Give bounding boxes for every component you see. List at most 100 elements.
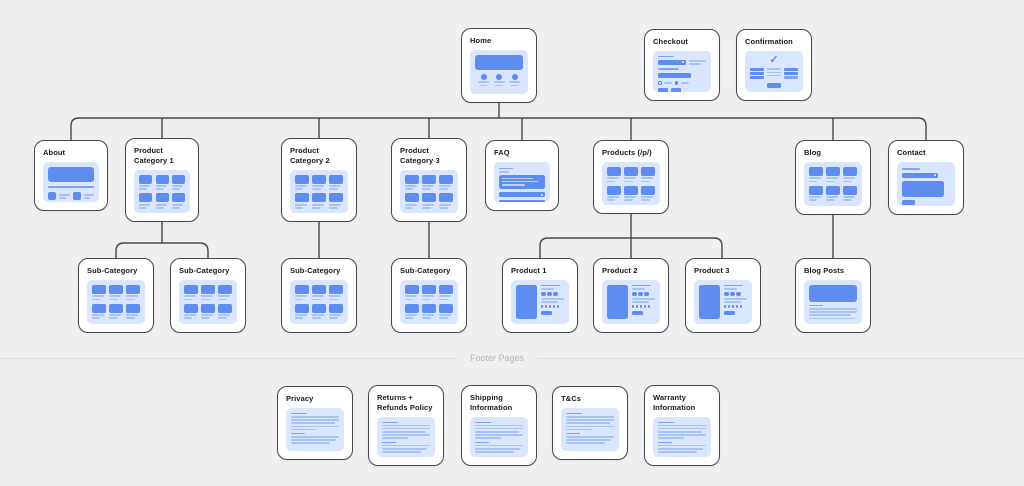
node-sub-category-1[interactable]: Sub-Category (78, 258, 154, 333)
wireframe-shape (59, 193, 70, 199)
wireframe-shape (767, 67, 781, 77)
wireframe-shape (405, 298, 414, 301)
wireframe-shape (329, 174, 343, 184)
wireframe-shape (624, 180, 633, 183)
wireframe-shape (624, 196, 636, 198)
node-title: Checkout (653, 37, 688, 46)
node-confirmation[interactable]: Confirmation ✓ (736, 29, 812, 101)
node-product-category-1[interactable]: Product Category 1 (125, 138, 199, 222)
wireframe-shape (295, 174, 309, 190)
wireframe-shape (295, 207, 304, 209)
wireframe-shape (641, 196, 653, 198)
node-sub-category-4[interactable]: Sub-Category (391, 258, 467, 333)
wireframe-shape (607, 199, 616, 201)
wireframe-shape (826, 185, 840, 195)
wireframe-shape (139, 174, 152, 190)
node-about[interactable]: About (34, 140, 108, 211)
wireframe-shape (201, 303, 215, 319)
wireframe-shape (809, 284, 857, 302)
wireframe-shape (126, 317, 135, 319)
node-blog[interactable]: Blog (795, 140, 871, 215)
node-privacy[interactable]: Privacy (277, 386, 353, 460)
wireframe-shape (422, 295, 434, 297)
node-product-2[interactable]: Product 2 (593, 258, 669, 333)
wireframe-shape (109, 298, 118, 301)
wireframe-shape (382, 441, 397, 444)
wireframe-shape (499, 167, 513, 170)
wireframe-shape (312, 317, 321, 319)
wireframe-shape (632, 305, 655, 308)
wireframe-shape (809, 185, 823, 195)
wireframe-shape (553, 291, 558, 297)
node-product-category-3[interactable]: Product Category 3 (391, 138, 467, 222)
wireframe-shape (478, 73, 489, 87)
wireframe-shape (109, 303, 123, 313)
wireframe-shape (510, 84, 519, 87)
wireframe-shape (405, 314, 417, 316)
wireframe-shape (439, 303, 453, 319)
wireframe-shape (201, 284, 215, 294)
node-sub-category-3[interactable]: Sub-Category (281, 258, 357, 333)
wireframe-shape (674, 81, 679, 85)
wireframe-shape (126, 298, 135, 301)
node-shipping-information[interactable]: Shipping Information (461, 385, 537, 466)
wireframe-shape (201, 295, 213, 297)
wireframe-shape (607, 185, 621, 201)
wireframe-shape (809, 180, 818, 183)
node-title: Blog (804, 148, 822, 157)
wireframe-shape (541, 298, 564, 300)
wireframe-shape (92, 295, 104, 297)
returns-page-thumbnail (377, 416, 435, 457)
wireframe-shape (139, 207, 148, 209)
wireframe-shape (658, 448, 704, 450)
node-faq[interactable]: FAQ (485, 140, 559, 211)
wireframe-shape (541, 310, 552, 315)
wireframe-shape (382, 421, 399, 424)
node-product-3[interactable]: Product 3 (685, 258, 761, 333)
checkout-page-thumbnail (653, 50, 711, 92)
node-title: Blog Posts (804, 266, 845, 275)
wireframe-shape (439, 295, 451, 297)
wireframe-shape (291, 442, 331, 445)
wireframe-shape (329, 303, 343, 313)
wireframe-shape (552, 305, 555, 308)
wireframe-shape (624, 166, 638, 176)
node-sub-category-2[interactable]: Sub-Category (170, 258, 246, 333)
wireframe-shape (83, 197, 91, 199)
wireframe-shape (809, 199, 818, 201)
wireframe-shape (382, 427, 430, 430)
wireframe-shape (638, 291, 643, 297)
wireframe-shape (172, 188, 181, 190)
wireframe-shape (699, 284, 720, 319)
wireframe-shape (767, 68, 781, 70)
wireframe-shape (422, 203, 434, 206)
node-title: Product Category 2 (290, 146, 330, 165)
wireframe-shape (750, 67, 764, 79)
wireframe-shape (478, 81, 489, 83)
wireframe-shape (312, 193, 326, 209)
node-contact[interactable]: Contact (888, 140, 964, 215)
wireframe-shape (632, 284, 655, 315)
node-tcs[interactable]: T&Cs (552, 386, 628, 460)
checkmark-icon: ✓ (769, 53, 779, 66)
wireframe-shape (750, 72, 764, 75)
node-product-category-2[interactable]: Product Category 2 (281, 138, 357, 222)
node-home[interactable]: Home (461, 28, 537, 103)
node-returns-refunds-policy[interactable]: Returns + Refunds Policy (368, 385, 444, 466)
wireframe-shape (59, 197, 66, 199)
node-warranty-information[interactable]: Warranty Information (644, 385, 720, 466)
wireframe-shape (218, 314, 230, 316)
node-blog-posts[interactable]: Blog Posts (795, 258, 871, 333)
node-checkout[interactable]: Checkout (644, 29, 720, 101)
wireframe-shape (632, 291, 655, 297)
wireframe-shape (184, 303, 198, 313)
wireframe-shape (83, 193, 94, 196)
wireframe-shape (767, 74, 781, 77)
node-products[interactable]: Products (/p/) (593, 140, 669, 214)
category-page-thumbnail (400, 169, 458, 213)
subcategory-page-thumbnail (290, 279, 348, 324)
product-page-thumbnail (602, 279, 660, 324)
wireframe-shape (624, 185, 638, 195)
wireframe-shape (422, 314, 434, 316)
node-product-1[interactable]: Product 1 (502, 258, 578, 333)
